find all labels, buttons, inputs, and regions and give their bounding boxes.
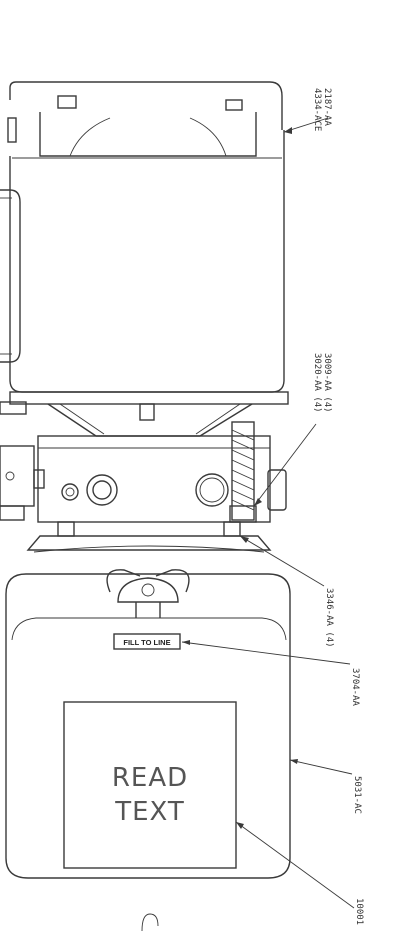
collar-curve	[33, 545, 265, 553]
cap-flange	[39, 112, 257, 157]
left-block-hole	[5, 471, 15, 481]
cap-bolt-right	[225, 99, 243, 111]
tank-collar	[26, 535, 272, 553]
callout-tank: 5031-AC	[352, 776, 362, 814]
port-small-inner	[65, 487, 75, 497]
leader-fill-label	[181, 641, 351, 665]
port-right	[195, 473, 229, 507]
manifold-body	[37, 435, 271, 523]
arrow-cover	[284, 127, 292, 134]
callout-valve-1: 3009-AA (4)	[322, 353, 332, 413]
wing-left	[106, 569, 141, 593]
cartridge-valve	[231, 421, 255, 521]
motor-assembly	[0, 81, 285, 393]
cap-bolt-left	[57, 95, 77, 109]
callout-leaders	[181, 117, 355, 909]
side-fitting-top	[0, 401, 27, 415]
read-text-decal	[63, 701, 237, 869]
manifold-block	[0, 421, 287, 537]
left-fitting-stub	[33, 469, 45, 489]
arrow-decal	[236, 822, 244, 829]
drain-plug	[141, 913, 159, 931]
motor-side-stub	[7, 117, 17, 143]
port-left	[86, 474, 118, 506]
cone-inner-left	[59, 403, 105, 435]
callout-cover-2: 4334-ACE	[312, 88, 322, 131]
leader-tank	[289, 759, 353, 775]
arrow-fill-label	[182, 640, 190, 645]
callout-decal: 10001	[354, 898, 364, 925]
cap-center	[141, 583, 155, 597]
leader-bolts	[239, 535, 325, 587]
valve-nut	[229, 505, 257, 523]
leader-decal	[235, 821, 355, 909]
cap-curve-left	[69, 117, 111, 157]
filler-cap-base	[117, 577, 179, 603]
cap-curve-right	[189, 117, 227, 157]
fill-to-line-text: FILL TO LINE	[123, 638, 170, 647]
motor-end-cap	[9, 81, 283, 130]
callout-bolts: 3346-AA (4)	[324, 588, 334, 648]
decal-read-text: READ	[112, 763, 188, 793]
right-side-fitting	[267, 469, 287, 511]
adapter-flange	[0, 391, 289, 437]
callout-fill-label: 3704-AA	[350, 668, 360, 707]
arrow-tank	[290, 759, 298, 764]
cone-inner-right	[195, 403, 241, 435]
mount-bolt-right	[223, 521, 241, 537]
port-right-inner	[199, 477, 225, 503]
adapter-plug	[139, 403, 155, 421]
callout-valve-2: 3020-AA (4)	[312, 353, 322, 413]
collar-plate	[26, 535, 272, 551]
leader-valves	[253, 423, 317, 507]
reservoir-tank: FILL TO LINE READ TEXT	[5, 569, 291, 931]
tank-shoulder	[11, 617, 287, 641]
side-fitting-bottom	[0, 505, 25, 521]
valve-hatch	[231, 429, 255, 511]
wing-right	[155, 569, 190, 593]
callout-cover-1: 2187-AA	[322, 88, 332, 127]
arrow-valves	[254, 498, 262, 506]
port-left-inner	[92, 480, 112, 500]
mount-bolt-left	[57, 521, 75, 537]
fill-to-line-label	[113, 633, 181, 650]
callout-labels: 2187-AA 4334-ACE 3009-AA (4) 3020-AA (4)…	[312, 88, 364, 925]
left-side-block	[0, 445, 35, 507]
flange-plate	[9, 391, 289, 405]
tank-body	[5, 573, 291, 879]
motor-handle	[0, 189, 21, 363]
decal-text-text: TEXT	[114, 797, 185, 827]
motor-housing	[9, 130, 285, 393]
port-small	[61, 483, 79, 501]
arrow-bolts	[240, 536, 249, 543]
